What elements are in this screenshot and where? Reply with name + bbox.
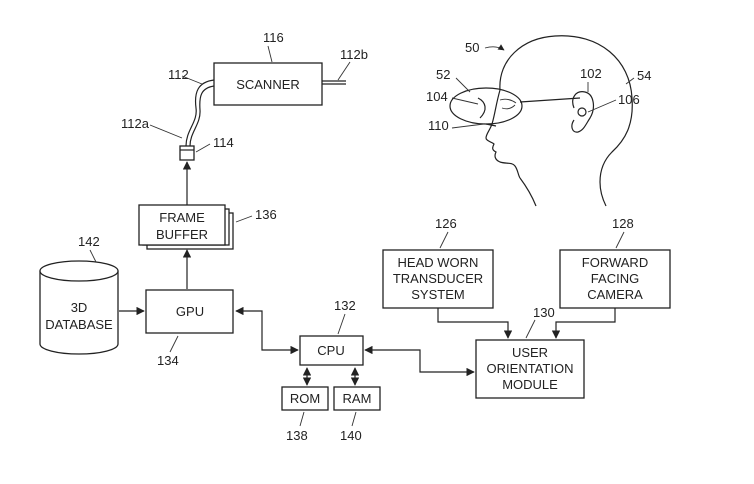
fiber-ref: 112: [168, 67, 189, 82]
eye: [499, 98, 517, 110]
ram-block: RAM 140: [333, 386, 381, 443]
head-worn-label-2: TRANSDUCER: [393, 271, 483, 286]
frame-buffer-label-1: FRAME: [159, 210, 205, 225]
cpu-ref: 132: [334, 298, 356, 313]
head-assembly-ref: 50: [465, 40, 479, 55]
lens-ref: 114: [213, 135, 234, 150]
arrow-camera-orientation: [551, 308, 616, 339]
frame-buffer-block: FRAME BUFFER 136: [138, 204, 277, 250]
ram-label: RAM: [343, 391, 372, 406]
arrow-cpu-orientation: [364, 345, 475, 377]
database-block: 3D DATABASE 142: [39, 234, 119, 355]
eyepiece-lens: [477, 97, 486, 119]
lens-114: 114: [179, 135, 234, 161]
arrow-gpu-cpu: [235, 306, 299, 355]
nose-pad: [485, 123, 497, 127]
head-worn-block: HEAD WORN TRANSDUCER SYSTEM 126: [382, 216, 494, 309]
scanner-label: SCANNER: [236, 77, 300, 92]
database-label-1: 3D: [71, 300, 88, 315]
head-worn-label-1: HEAD WORN: [398, 255, 479, 270]
orientation-block: USER ORIENTATION MODULE 130: [475, 305, 585, 399]
frame-buffer-ref: 136: [255, 207, 277, 222]
rom-label: ROM: [290, 391, 320, 406]
ear-device: [577, 107, 587, 117]
fiber-b-ref: 112b: [340, 47, 368, 62]
head-worn-ref: 126: [435, 216, 457, 231]
rom-ref: 138: [286, 428, 308, 443]
scanner-ref: 116: [263, 30, 284, 45]
ear-device-ref: 106: [618, 92, 640, 107]
arrow-headworn-orientation: [437, 308, 513, 339]
cpu-block: CPU 132: [299, 298, 364, 366]
fiber-a-ref: 112a: [121, 116, 150, 131]
gpu-label: GPU: [176, 304, 204, 319]
orientation-label-1: USER: [512, 345, 548, 360]
database-ref: 142: [78, 234, 100, 249]
head-band: [519, 97, 581, 103]
eye-display-ref: 52: [436, 67, 450, 82]
orientation-ref: 130: [533, 305, 555, 320]
camera-block: FORWARD FACING CAMERA 128: [559, 216, 671, 309]
frame-buffer-label-2: BUFFER: [156, 227, 208, 242]
eyepiece-ref: 104: [426, 89, 448, 104]
ear: [571, 91, 595, 133]
database-label-2: DATABASE: [45, 317, 113, 332]
eye-display-ellipse: [449, 87, 523, 125]
orientation-label-2: ORIENTATION: [487, 361, 574, 376]
head-illustration: 50 52 54 102 104 106 110: [426, 35, 651, 207]
camera-label-2: FACING: [591, 271, 639, 286]
face-profile: [485, 89, 521, 179]
camera-label-1: FORWARD: [582, 255, 648, 270]
cpu-label: CPU: [317, 343, 344, 358]
gpu-ref: 134: [157, 353, 179, 368]
ear-ref: 102: [580, 66, 602, 81]
scanner-block: SCANNER 116 112b: [213, 30, 368, 106]
orientation-label-3: MODULE: [502, 377, 558, 392]
head-outline: [499, 35, 633, 207]
head-outline-ref: 54: [637, 68, 651, 83]
camera-ref: 128: [612, 216, 634, 231]
gpu-block: GPU 134: [145, 289, 234, 368]
optical-fiber: 112 112a: [121, 67, 215, 147]
ram-ref: 140: [340, 428, 362, 443]
camera-label-3: CAMERA: [587, 287, 643, 302]
nose-pad-ref: 110: [428, 118, 449, 133]
neck-front: [519, 177, 537, 207]
rom-block: ROM 138: [281, 386, 329, 443]
head-worn-label-3: SYSTEM: [411, 287, 464, 302]
